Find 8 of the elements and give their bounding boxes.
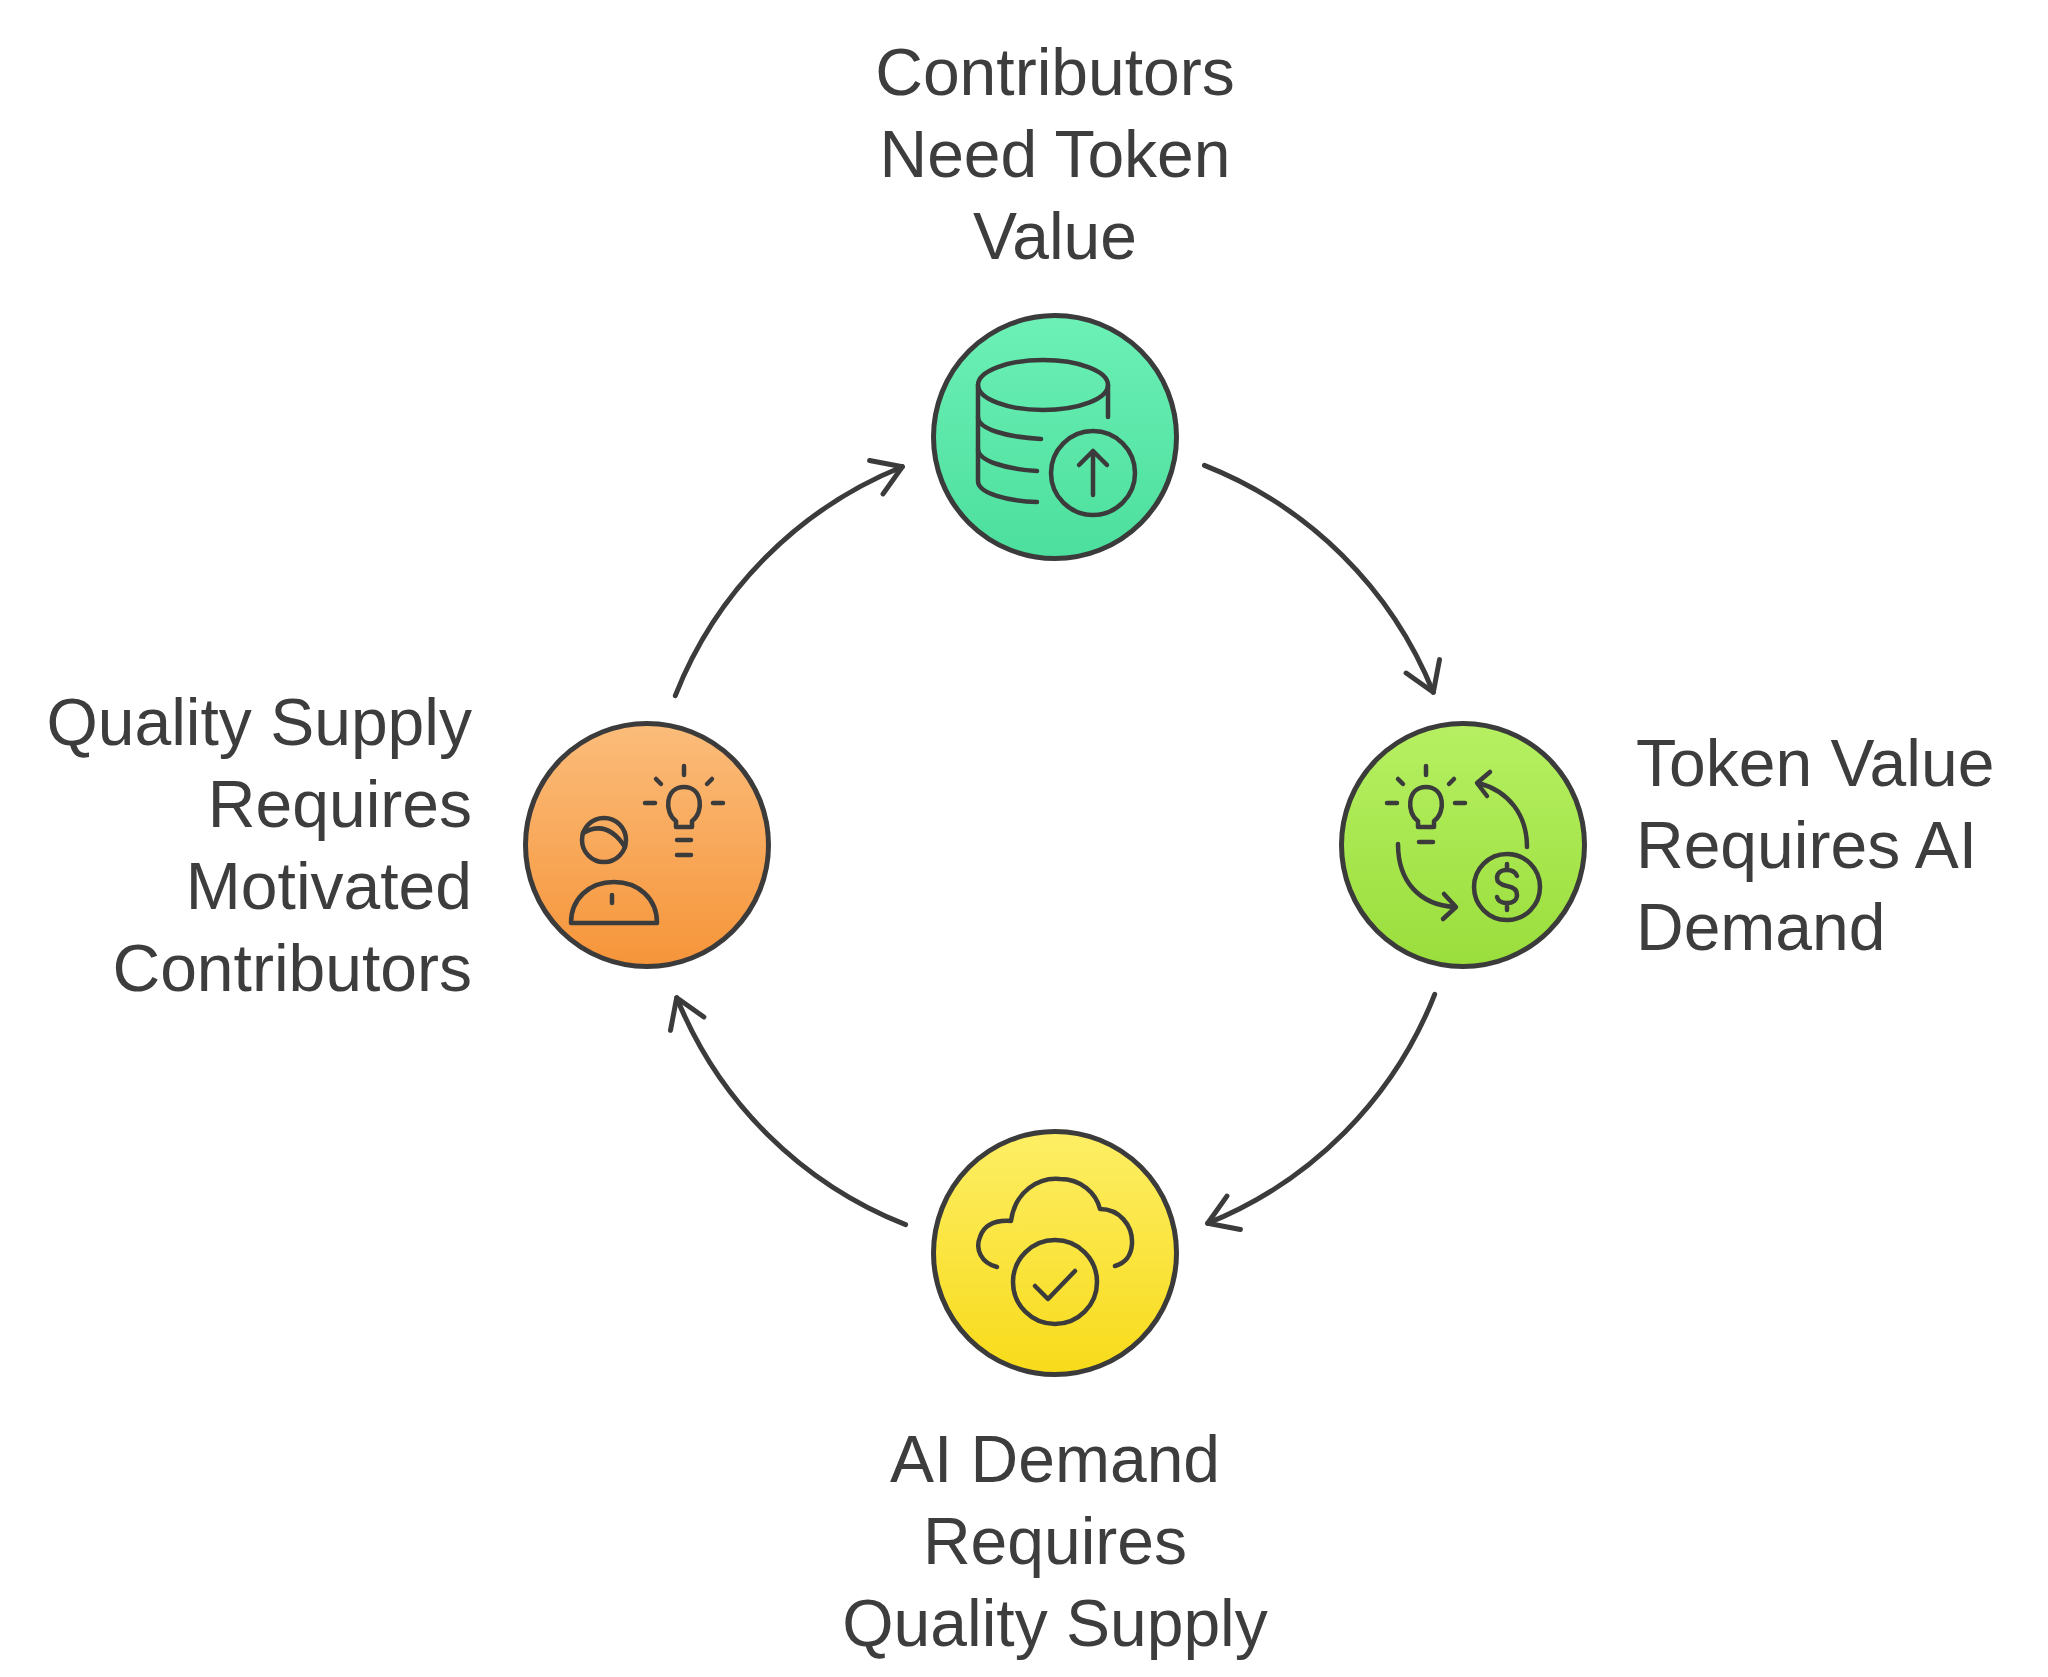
- step-label: AI Demand Requires Quality Supply: [841, 1421, 1269, 1662]
- step-label: Contributors Need Token Value: [874, 34, 1236, 275]
- cycle-arrow: [672, 459, 905, 699]
- step-label: Quality Supply Requires Motivated Contributors: [45, 684, 472, 1007]
- cycle-arrow: [669, 995, 909, 1228]
- step-label: Token Value Requires AI Demand: [1636, 725, 1996, 966]
- cycle-arrow: [1201, 462, 1441, 695]
- cycle-arrow: [1205, 991, 1438, 1231]
